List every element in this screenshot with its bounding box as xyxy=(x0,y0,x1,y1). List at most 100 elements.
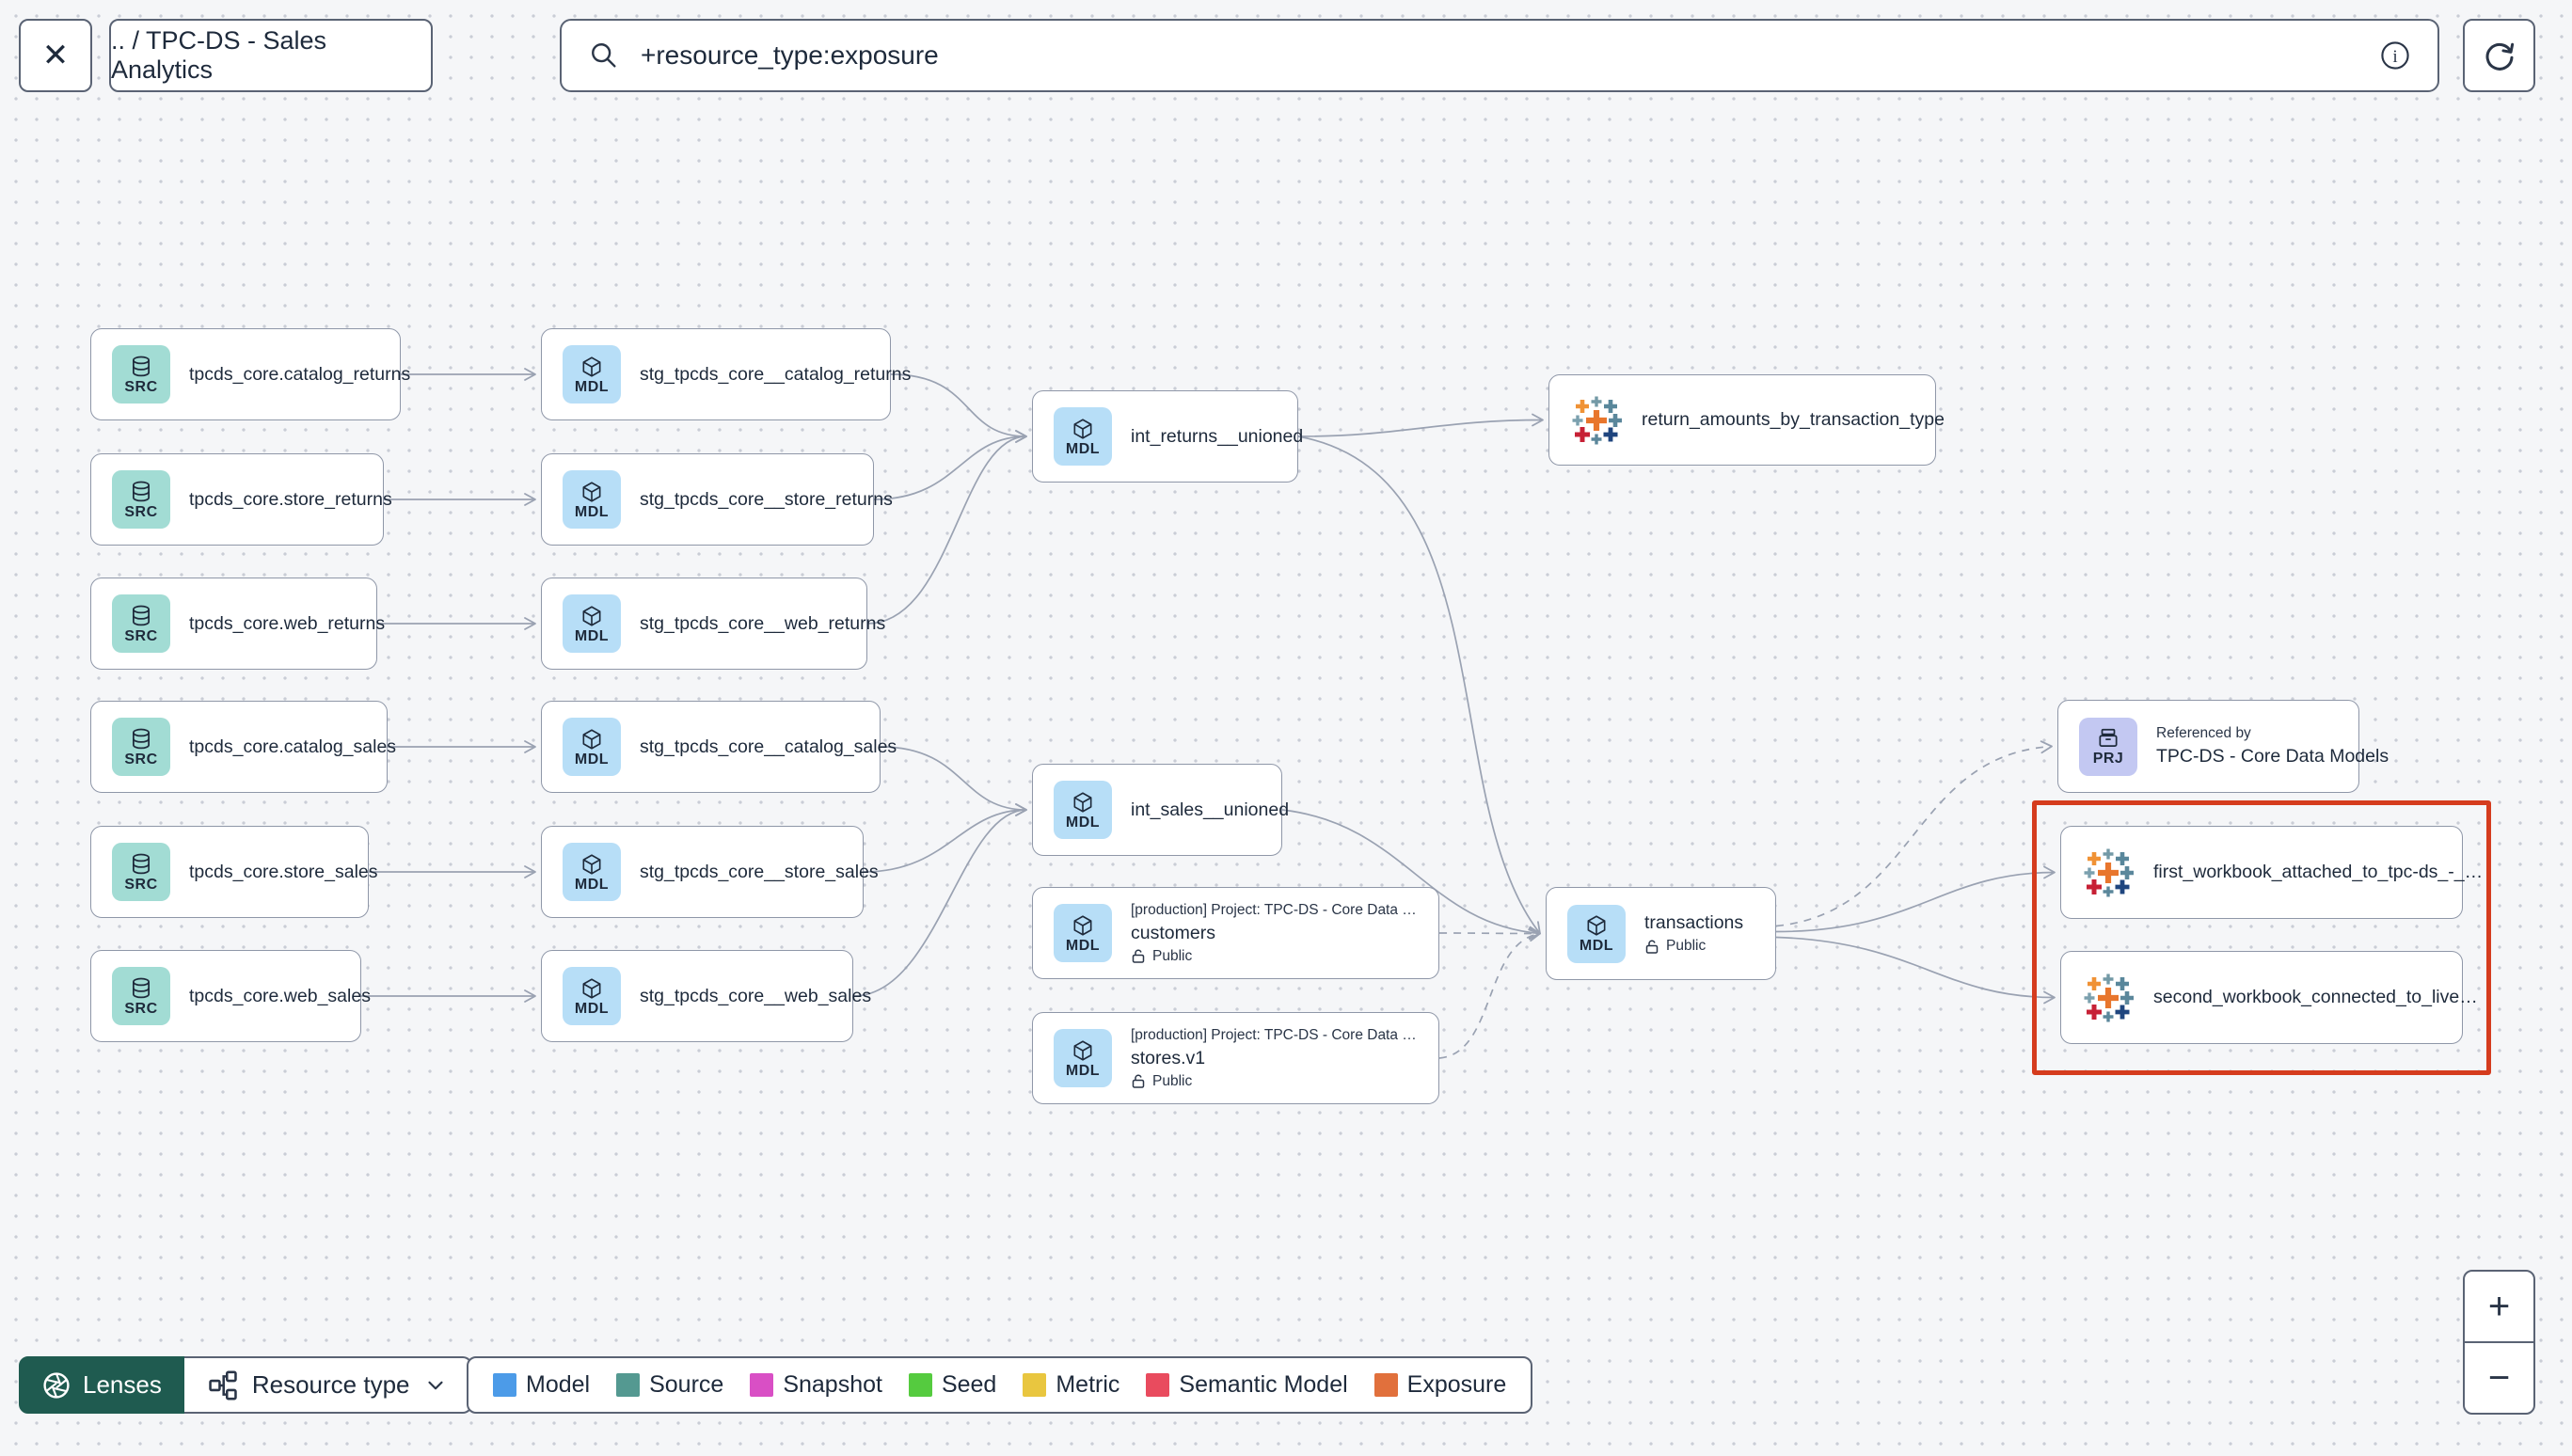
node-label: tpcds_core.store_sales xyxy=(189,861,378,882)
prj-tile-icon: PRJ xyxy=(2079,717,2137,776)
node-project-line: [production] Project: TPC-DS - Core Data… xyxy=(1131,1026,1418,1043)
resource-graph-icon xyxy=(207,1369,239,1401)
node-label: first_workbook_attached_to_tpc-ds_-_… xyxy=(2153,862,2484,882)
legend-item-model: Model xyxy=(493,1371,590,1399)
src-tile-icon: SRC xyxy=(112,470,170,529)
node-label: stg_tpcds_core__web_returns xyxy=(640,612,886,634)
node-stg_store_returns[interactable]: MDL stg_tpcds_core__store_returns xyxy=(541,453,893,546)
tableau-icon xyxy=(2082,972,2135,1024)
edge-transactions-to-second_workbook xyxy=(1775,936,2056,1005)
node-return_amounts[interactable]: return_amounts_by_transaction_type xyxy=(1548,374,1945,466)
resource-type-label: Resource type xyxy=(251,1370,410,1399)
mdl-tile-icon: MDL xyxy=(563,594,621,653)
edge-stg_store_sales-to-int_sales xyxy=(863,803,1027,873)
legend-swatch xyxy=(908,1373,932,1397)
mdl-tile-icon: MDL xyxy=(563,967,621,1025)
src-tile-icon: SRC xyxy=(112,594,170,653)
node-label: stg_tpcds_core__store_returns xyxy=(640,488,893,510)
search-input[interactable] xyxy=(639,40,2360,71)
edge-transactions-to-first_workbook xyxy=(1775,865,2056,933)
node-int_returns[interactable]: MDL int_returns__unioned xyxy=(1032,390,1303,483)
node-label: tpcds_core.web_sales xyxy=(189,985,371,1006)
legend-item-exposure: Exposure xyxy=(1373,1371,1506,1399)
legend-item-snapshot: Snapshot xyxy=(750,1371,882,1399)
node-label: second_workbook_connected_to_live… xyxy=(2153,987,2478,1007)
node-src_web_returns[interactable]: SRC tpcds_core.web_returns xyxy=(90,578,385,670)
node-label: customers xyxy=(1131,922,1215,943)
zoom-controls: + − xyxy=(2463,1270,2535,1415)
refresh-button[interactable] xyxy=(2463,19,2535,92)
node-referenced_by[interactable]: PRJ Referenced by TPC-DS - Core Data Model… xyxy=(2057,700,2389,793)
lock-open-icon xyxy=(1131,1073,1146,1089)
legend-swatch xyxy=(750,1373,774,1397)
legend-item-source: Source xyxy=(616,1371,723,1399)
lineage-search-bar: i xyxy=(560,19,2439,92)
mdl-tile-icon: MDL xyxy=(563,718,621,776)
node-customers[interactable]: MDL [production] Project: TPC-DS - Core D… xyxy=(1032,887,1439,979)
tableau-icon xyxy=(2082,847,2135,899)
breadcrumb-label: .. / TPC-DS - Sales Analytics xyxy=(111,26,327,84)
src-tile-icon: SRC xyxy=(112,345,170,404)
node-label: TPC-DS - Core Data Models xyxy=(2156,746,2389,767)
node-src_store_sales[interactable]: SRC tpcds_core.store_sales xyxy=(90,826,378,918)
node-stg_web_returns[interactable]: MDL stg_tpcds_core__web_returns xyxy=(541,578,885,670)
resource-type-dropdown[interactable]: Resource type xyxy=(183,1356,472,1414)
node-src_catalog_sales[interactable]: SRC tpcds_core.catalog_sales xyxy=(90,701,396,793)
mdl-tile-icon: MDL xyxy=(563,470,621,529)
legend-swatch xyxy=(616,1373,641,1397)
node-access: Public xyxy=(1644,938,1743,955)
node-stores[interactable]: MDL[production] Project: TPC-DS - Core D… xyxy=(1032,1012,1439,1104)
legend-swatch xyxy=(1146,1373,1170,1397)
node-topline: Referenced by xyxy=(2156,725,2251,741)
node-project-line: [production] Project: TPC-DS - Core Data… xyxy=(1131,901,1418,918)
edge-customers-to-transactions xyxy=(1438,926,1541,941)
zoom-out-button[interactable]: − xyxy=(2487,1356,2511,1399)
mdl-tile-icon: MDL xyxy=(1054,781,1112,839)
chevron-down-icon xyxy=(423,1373,448,1398)
node-label: int_sales__unioned xyxy=(1131,799,1290,820)
refresh-icon xyxy=(2482,38,2517,73)
aperture-icon xyxy=(41,1370,71,1401)
close-button[interactable]: ✕ xyxy=(19,19,92,92)
src-tile-icon: SRC xyxy=(112,718,170,776)
mdl-tile-icon: MDL xyxy=(1054,904,1112,962)
edge-stg_catalog_returns-to-int_returns xyxy=(890,373,1027,443)
legend-item-seed: Seed xyxy=(908,1371,996,1399)
lenses-button[interactable]: Lenses xyxy=(19,1356,184,1414)
info-icon[interactable]: i xyxy=(2379,40,2411,71)
edge-int_returns-to-return_amounts xyxy=(1297,413,1544,437)
legend-swatch xyxy=(493,1373,516,1397)
node-label: tpcds_core.web_returns xyxy=(189,612,386,634)
edge-stg_web_returns-to-int_returns xyxy=(866,430,1027,625)
zoom-in-button[interactable]: + xyxy=(2465,1272,2533,1343)
node-int_sales[interactable]: MDL int_sales__unioned xyxy=(1032,764,1289,856)
legend-swatch xyxy=(1373,1373,1398,1397)
node-first_workbook[interactable]: first_workbook_attached_to_tpc-ds_-_… xyxy=(2060,826,2483,919)
edge-stores-to-transactions xyxy=(1438,928,1541,1059)
src-tile-icon: SRC xyxy=(112,843,170,901)
node-label: stores.v1 xyxy=(1131,1047,1206,1068)
node-label: int_returns__unioned xyxy=(1131,425,1304,447)
node-access: Public xyxy=(1131,948,1418,965)
node-second_workbook[interactable]: second_workbook_connected_to_live… xyxy=(2060,951,2478,1044)
mdl-tile-icon: MDL xyxy=(563,843,621,901)
node-label: tpcds_core.catalog_sales xyxy=(189,736,397,757)
node-label: return_amounts_by_transaction_type xyxy=(1642,409,1945,430)
mdl-tile-icon: MDL xyxy=(1054,407,1112,466)
svg-text:i: i xyxy=(2392,47,2397,67)
breadcrumb[interactable]: .. / TPC-DS - Sales Analytics xyxy=(109,19,433,92)
node-access: Public xyxy=(1131,1073,1418,1090)
edge-transactions-to-referenced_by xyxy=(1775,740,2053,927)
mdl-tile-icon: MDL xyxy=(563,345,621,404)
legend-swatch xyxy=(1023,1373,1047,1397)
